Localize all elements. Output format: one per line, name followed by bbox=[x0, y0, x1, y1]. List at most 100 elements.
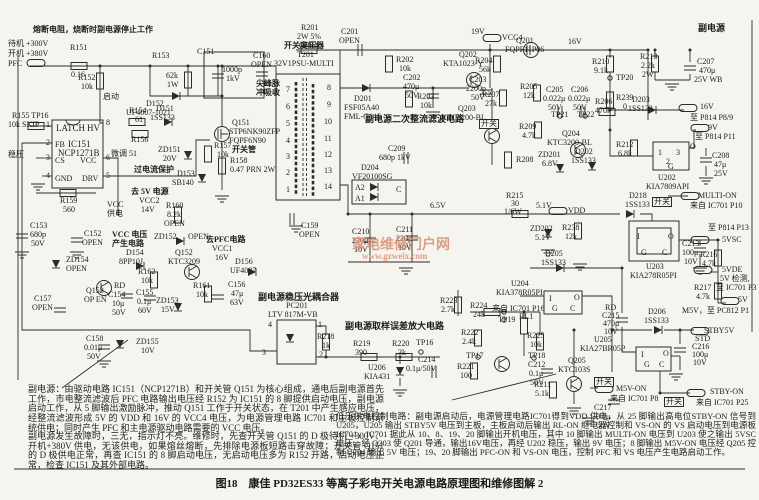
component-label: LTV 817M-VB bbox=[268, 310, 318, 319]
connector-symbol bbox=[720, 297, 740, 305]
transistor-symbol bbox=[484, 128, 500, 144]
component-label: 至 P814 P13 bbox=[708, 223, 749, 232]
component-label: 50V bbox=[405, 91, 419, 100]
component-label: TP20 bbox=[616, 73, 634, 82]
component-label: 副电源取样误差放大电路 bbox=[345, 321, 445, 331]
component-label: C211 bbox=[396, 225, 414, 234]
component-label: ZD201 bbox=[538, 150, 561, 159]
component-box bbox=[652, 141, 690, 171]
diode-symbol bbox=[52, 260, 60, 269]
component-label: MULTI-ON bbox=[698, 191, 737, 200]
connector-symbol bbox=[686, 389, 706, 397]
component-label: 27k bbox=[485, 99, 497, 108]
junction-dot bbox=[216, 64, 220, 68]
component-label: ZD155 bbox=[136, 337, 159, 346]
transistor-symbol bbox=[494, 356, 510, 372]
diode-symbol bbox=[626, 210, 635, 218]
diode-symbol bbox=[556, 264, 565, 272]
resistor-symbol bbox=[218, 157, 226, 175]
component-label: 副电源二次整流滤波电路 bbox=[365, 114, 465, 124]
component-label: D153 bbox=[177, 169, 195, 178]
component-label: 100μ bbox=[692, 350, 709, 359]
component-label: 30 bbox=[511, 199, 519, 208]
diode-symbol bbox=[544, 229, 552, 238]
component-label: VDD bbox=[568, 206, 586, 215]
component-label: R211 bbox=[534, 380, 552, 389]
component-label: 5V bbox=[738, 295, 748, 304]
component-label: 开机 +380V bbox=[8, 49, 49, 58]
component-label: U204 bbox=[511, 279, 529, 288]
junction-dot bbox=[98, 64, 102, 68]
component-label: 3 bbox=[262, 348, 266, 357]
junction-dot bbox=[658, 391, 662, 395]
component-label: 4 bbox=[46, 171, 50, 180]
component-label: Q204 bbox=[562, 129, 580, 138]
component-label: R154 bbox=[129, 106, 147, 115]
component-label: C154 bbox=[108, 290, 126, 299]
component-label: TP16 bbox=[416, 338, 434, 347]
ground-symbol bbox=[393, 389, 407, 397]
mosfet-symbol bbox=[214, 126, 230, 142]
component-label: KTC103S bbox=[558, 365, 591, 374]
component-label: FQPF11P06 bbox=[505, 45, 545, 54]
component-label: Q152 bbox=[175, 248, 193, 257]
component-label: 12 bbox=[324, 150, 332, 159]
component-label: 过电流保护 bbox=[134, 165, 174, 174]
component-label: 11 bbox=[324, 134, 332, 143]
component-label: C152 bbox=[84, 229, 102, 238]
component-label: R219 bbox=[353, 339, 371, 348]
resistor-symbol bbox=[204, 145, 212, 163]
junction-dot bbox=[522, 310, 526, 314]
junction-dot bbox=[608, 128, 612, 132]
diode-symbol bbox=[370, 193, 379, 201]
component-label: 7 bbox=[286, 85, 290, 94]
component-label: 470k bbox=[595, 106, 611, 115]
component-label: R204 bbox=[475, 56, 493, 65]
component-label: 19V bbox=[471, 27, 485, 36]
component-label: R218 bbox=[317, 332, 335, 341]
component-label: 14 bbox=[324, 182, 332, 191]
component-label: C bbox=[662, 248, 668, 257]
mosfet-symbol bbox=[523, 42, 539, 58]
component-label: VCC1 bbox=[212, 244, 233, 253]
component-label: ZD202 bbox=[530, 224, 553, 233]
component-label: R156 bbox=[131, 135, 149, 144]
component-label: 3k bbox=[398, 348, 406, 357]
component-label: TP21 bbox=[551, 110, 569, 119]
component-label: R162 bbox=[138, 267, 156, 276]
component-label: 10V bbox=[693, 358, 707, 367]
component-label: D203 bbox=[632, 95, 650, 104]
component-label: 10V bbox=[398, 243, 412, 252]
component-label: R159 bbox=[60, 196, 78, 205]
ic-notch bbox=[65, 119, 81, 126]
component-label: D156 bbox=[235, 257, 253, 266]
diode-symbol bbox=[176, 237, 185, 245]
component-label: R157 bbox=[214, 141, 232, 150]
component-label: RD bbox=[114, 281, 126, 290]
component-label: R205 bbox=[520, 82, 538, 91]
diode-symbol bbox=[286, 334, 294, 343]
resistor-symbol bbox=[360, 353, 378, 361]
junction-dot bbox=[398, 355, 402, 359]
component-label: NCP1271B bbox=[58, 148, 100, 158]
component-label: 1 bbox=[286, 185, 290, 194]
component-label: 680p 1kV bbox=[379, 153, 411, 162]
component-label: C201 bbox=[341, 27, 359, 36]
resistor-symbol bbox=[454, 296, 462, 314]
transistor-symbol bbox=[184, 264, 200, 280]
component-label: 15V bbox=[161, 305, 175, 314]
resistor-symbol bbox=[630, 139, 638, 157]
capacitor-symbol bbox=[700, 157, 712, 163]
connector-symbol bbox=[690, 236, 710, 244]
resistor-symbol bbox=[395, 353, 413, 361]
resistor-symbol bbox=[174, 206, 182, 224]
diode-symbol bbox=[116, 340, 124, 349]
component-label: 9 bbox=[327, 100, 331, 109]
testpoint-symbol bbox=[557, 113, 563, 119]
component-label: 开关 bbox=[594, 377, 614, 387]
component-label: O bbox=[668, 232, 674, 241]
component-label: 12k bbox=[565, 232, 577, 241]
component-label: U202 bbox=[658, 173, 676, 182]
component-label: C bbox=[570, 304, 576, 313]
